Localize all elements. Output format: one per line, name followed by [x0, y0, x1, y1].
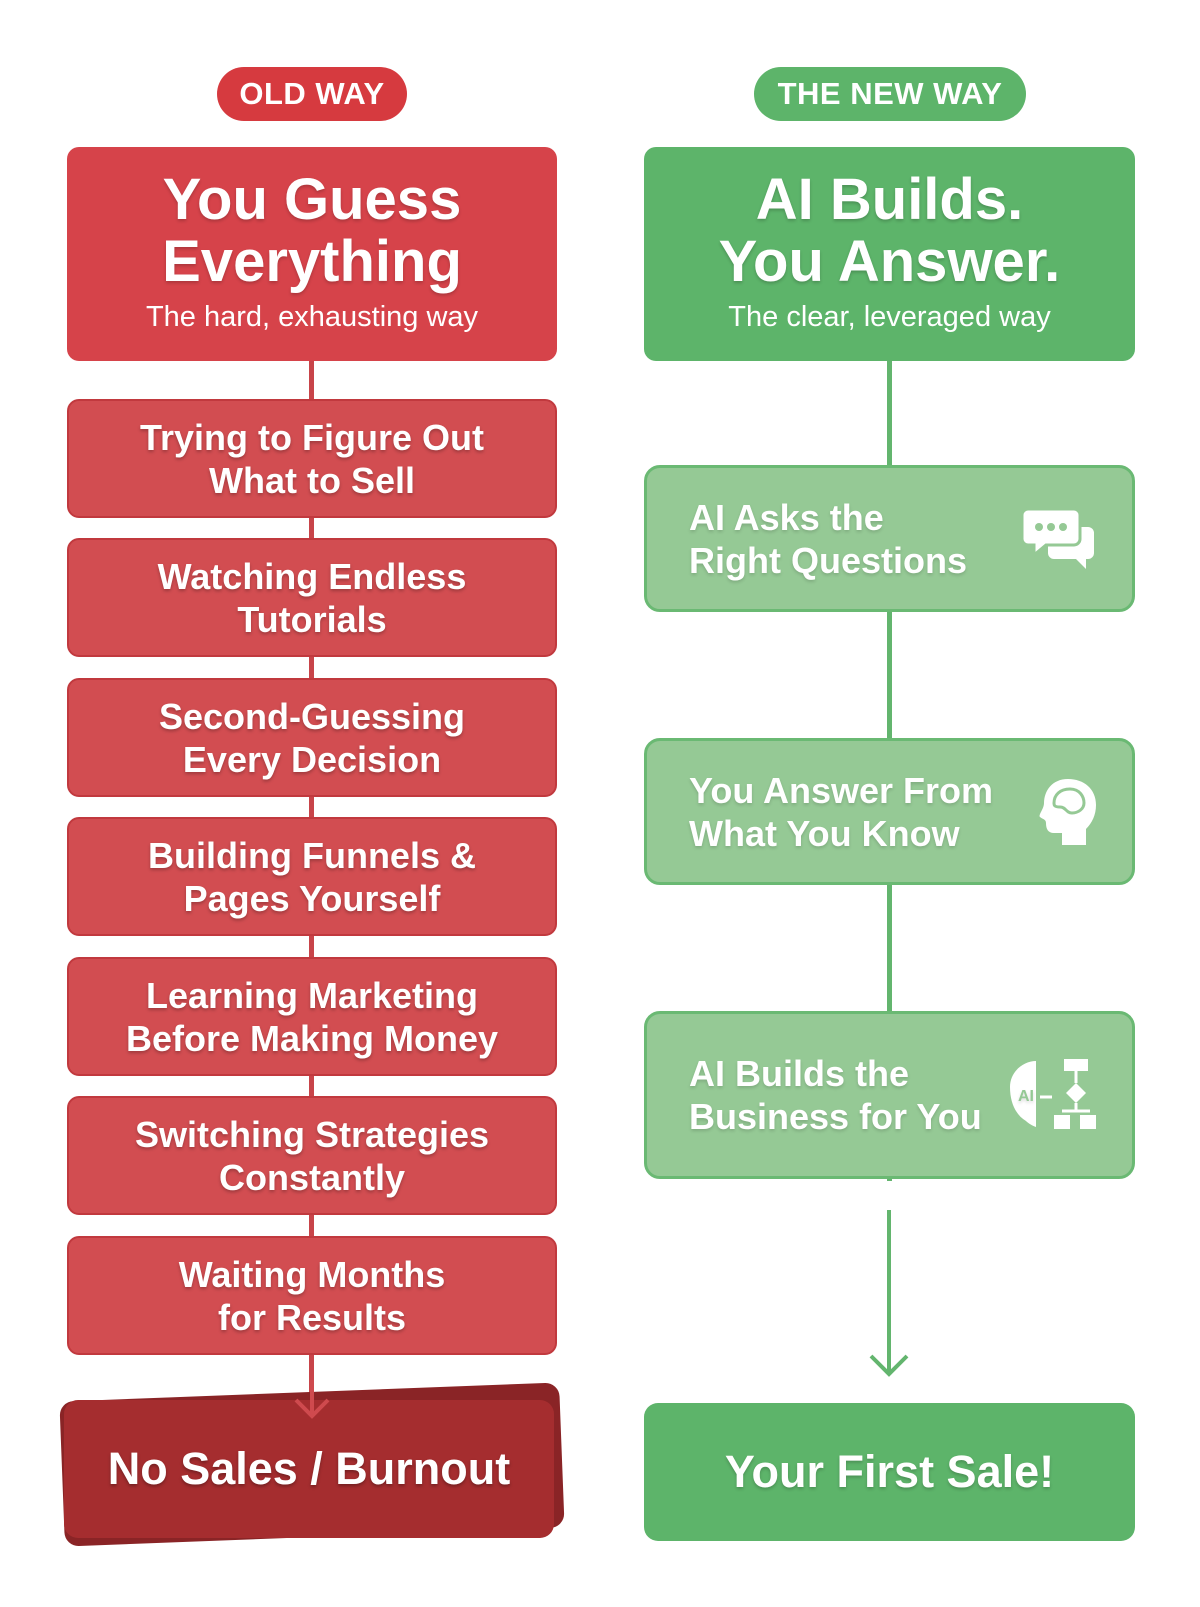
step-text: Building Funnels & — [148, 834, 476, 876]
step-text: Watching Endless — [157, 555, 467, 597]
step-text: What to Sell — [209, 459, 415, 501]
step-text: Pages Yourself — [183, 877, 441, 919]
step-text: Constantly — [218, 1156, 405, 1198]
step-text: Learning Marketing — [145, 974, 479, 1016]
new-way-outcome: Your First Sale! — [644, 1403, 1135, 1541]
old-step-4: Building Funnels &Pages Yourself — [67, 817, 557, 936]
step-text: Before Making Money — [125, 1017, 499, 1059]
step-text: What You Know — [689, 812, 960, 854]
old-way-badge: OLD WAY — [217, 67, 407, 121]
arrow-down-icon — [294, 1380, 330, 1419]
step-text: for Results — [217, 1296, 407, 1338]
svg-text:AI: AI — [1018, 1088, 1034, 1105]
step-text: Second-Guessing — [158, 695, 466, 737]
head-brain-icon — [1039, 778, 1096, 845]
new-way-badge: THE NEW WAY — [754, 67, 1026, 121]
step-text: Switching Strategies — [134, 1113, 490, 1155]
step-text: Business for You — [689, 1096, 982, 1137]
new-way-title-1: AI Builds. — [755, 167, 1024, 232]
ai-brain-flowchart-icon: AI — [1010, 1059, 1096, 1129]
old-way-header: You Guess Everything The hard, exhaustin… — [67, 147, 557, 361]
step-text: Trying to Figure Out — [140, 416, 484, 458]
step-text: Tutorials — [237, 598, 387, 640]
old-way-outcome: No Sales / Burnout — [64, 1400, 554, 1538]
step-text: You Answer From — [689, 769, 994, 811]
step-text: AI Builds the — [689, 1053, 910, 1094]
chat-bubbles-icon — [1022, 507, 1094, 569]
old-way-title-2: Everything — [162, 229, 462, 294]
new-way-title-2: You Answer. — [718, 229, 1061, 294]
step-text: AI Asks the — [689, 496, 884, 538]
old-way-title-1: You Guess — [162, 167, 462, 232]
old-way-subtitle: The hard, exhausting way — [145, 301, 479, 333]
new-way-header: AI Builds. You Answer. The clear, levera… — [644, 147, 1135, 361]
step-text: Right Questions — [689, 539, 967, 581]
step-text: Every Decision — [182, 738, 442, 780]
arrow-down-icon — [869, 1210, 909, 1377]
step-text: Waiting Months — [178, 1253, 446, 1295]
new-way-subtitle: The clear, leveraged way — [728, 301, 1051, 333]
